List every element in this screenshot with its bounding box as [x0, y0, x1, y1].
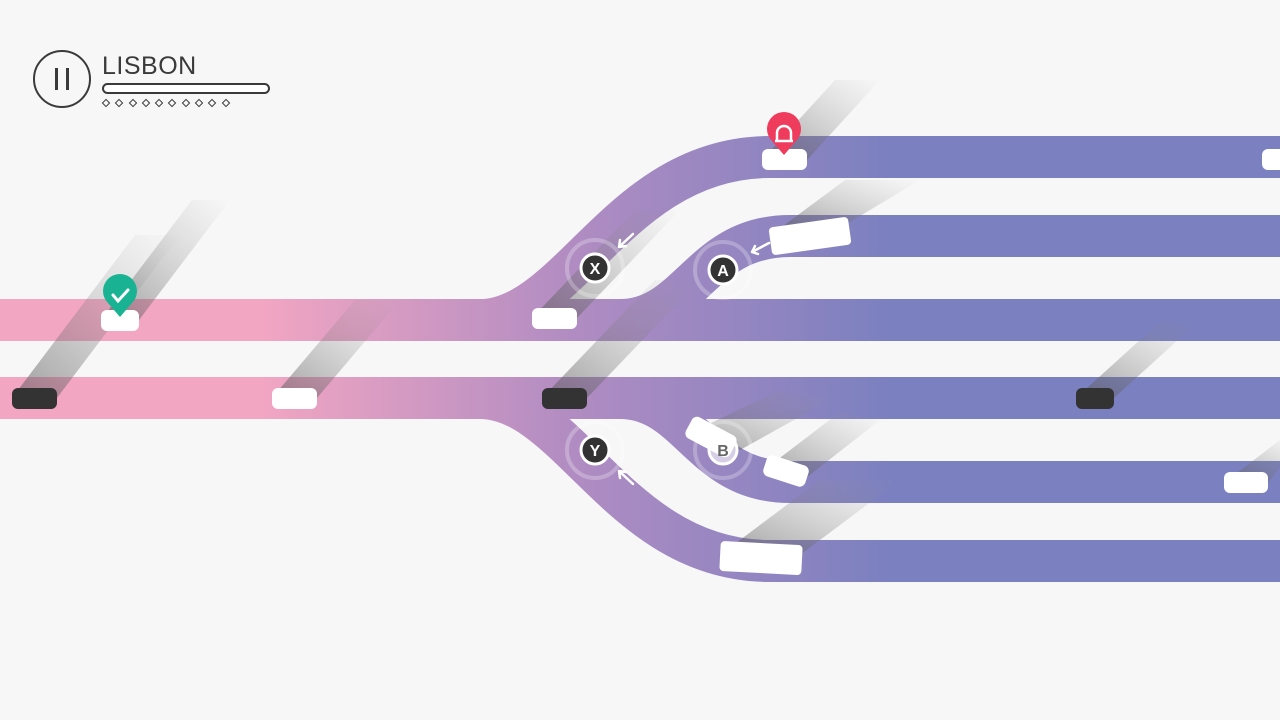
city-name: LISBON [102, 52, 197, 80]
bus-white[interactable] [768, 217, 852, 256]
car-shadows [12, 80, 1280, 555]
switch-label: A [717, 263, 729, 280]
stop-indicators [101, 98, 230, 108]
car-dark[interactable] [542, 388, 587, 409]
pause-button[interactable] [33, 50, 91, 108]
car-white[interactable] [101, 310, 139, 331]
switch-label: Y [590, 443, 601, 460]
car-white[interactable] [1224, 472, 1268, 493]
switch-label: B [717, 443, 729, 460]
car-white[interactable] [532, 308, 577, 329]
direction-arrows [617, 232, 788, 486]
car-white[interactable] [1262, 149, 1280, 170]
switch-y[interactable]: Y [565, 420, 625, 480]
switch-label: X [590, 261, 601, 278]
car-dark[interactable] [1076, 388, 1114, 409]
car-white[interactable] [762, 149, 807, 170]
switch-a[interactable]: A [693, 240, 753, 300]
siren-icon [767, 111, 801, 155]
switch-b[interactable]: B [693, 420, 753, 480]
level-progress-bar [102, 83, 270, 94]
check-marker [103, 273, 137, 317]
switch-x[interactable]: X [565, 238, 625, 298]
bus-white[interactable] [719, 541, 803, 575]
check-icon [103, 273, 137, 317]
car-white[interactable] [272, 388, 317, 409]
car-dark[interactable] [12, 388, 57, 409]
alert-marker [767, 111, 801, 155]
